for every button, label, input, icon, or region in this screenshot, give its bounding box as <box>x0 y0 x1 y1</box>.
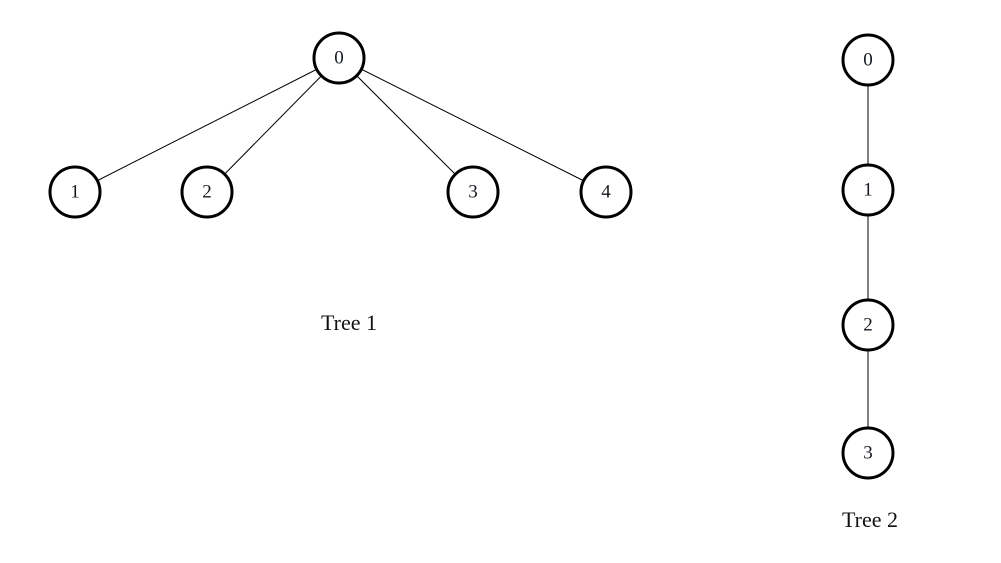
tree-node-label: 0 <box>334 48 344 69</box>
tree-node-label: 3 <box>863 443 873 464</box>
tree-node-circle-2 <box>180 165 234 219</box>
tree-node-circle-3 <box>446 165 500 219</box>
tree-node-label: 4 <box>601 182 611 203</box>
tree-node-label: 1 <box>863 180 873 201</box>
tree-node-circle-0 <box>841 33 895 87</box>
tree-node-label: 2 <box>202 182 212 203</box>
tree-node-label: 3 <box>468 182 478 203</box>
tree-edge-0-2 <box>206 57 340 193</box>
tree-node-label: 2 <box>863 315 873 336</box>
tree-1: 0 1 2 3 4 <box>48 31 633 219</box>
tree-edge-0-4 <box>338 57 607 193</box>
tree-node-label: 0 <box>863 50 873 71</box>
tree-node-circle-0 <box>312 31 366 85</box>
tree-2: 0 1 2 3 <box>841 33 895 480</box>
tree-node-label: 1 <box>70 182 80 203</box>
tree-edge-0-1 <box>74 57 340 193</box>
tree-node-circle-2 <box>841 298 895 352</box>
tree-node-circle-3 <box>841 426 895 480</box>
tree2-caption: Tree 2 <box>841 507 899 532</box>
tree-node-circle-4 <box>579 165 633 219</box>
tree-node-circle-1 <box>48 165 102 219</box>
tree-edge-0-3 <box>338 57 474 193</box>
tree-node-circle-1 <box>841 163 895 217</box>
tree1-caption: Tree 1 <box>320 310 378 335</box>
